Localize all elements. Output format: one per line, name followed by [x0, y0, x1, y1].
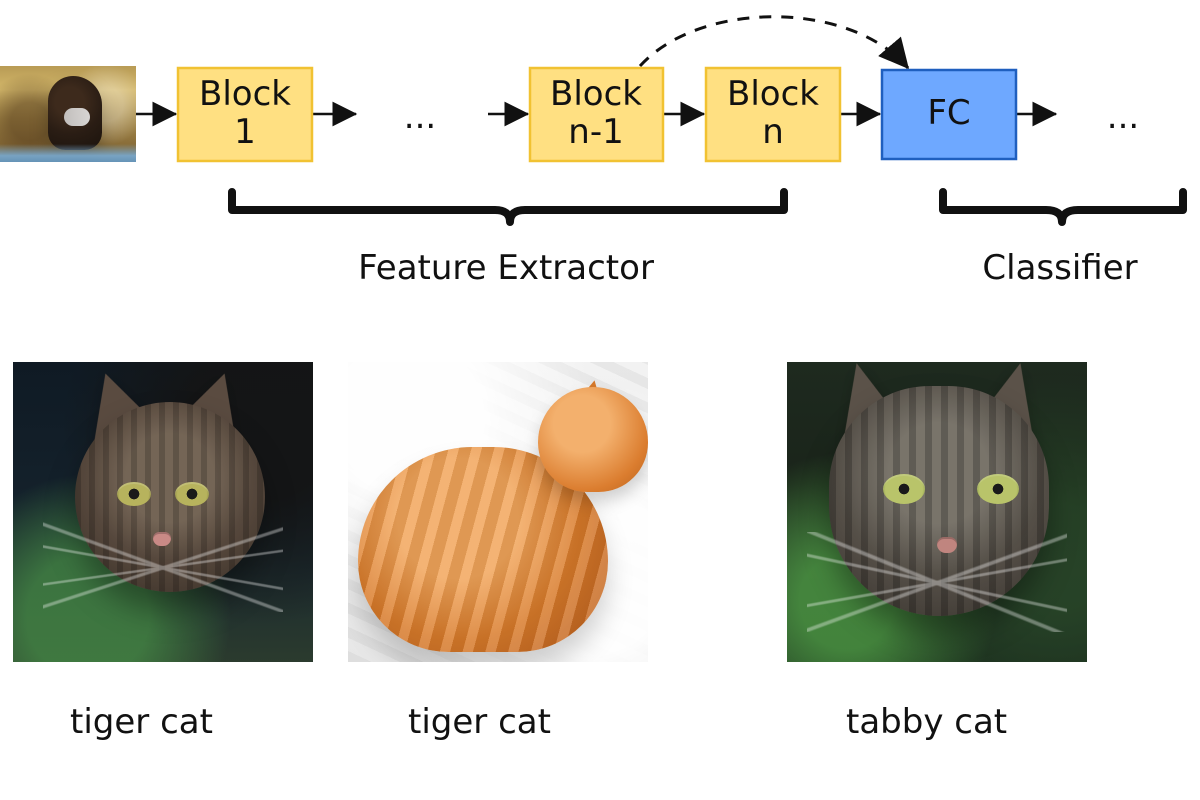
cat-whiskers — [807, 532, 1067, 632]
bear-input-image — [0, 66, 136, 162]
caption-cat-3: tabby cat — [846, 702, 1008, 742]
cat-eye-right — [175, 482, 209, 506]
cat-nose — [937, 537, 957, 553]
cat-eye-left — [117, 482, 151, 506]
feature-extractor-brace-icon — [228, 188, 788, 226]
ellipsis-end: ... — [1107, 97, 1139, 137]
block-1-line-2: 1 — [234, 112, 256, 152]
block-1: Block 1 — [176, 66, 314, 163]
dashed-skip-arrow-icon — [638, 15, 910, 70]
block-1-line-1: Block — [199, 74, 291, 114]
block-n: Block n — [704, 66, 842, 163]
block-n-minus-1-line-2: n-1 — [568, 112, 623, 152]
block-1-box — [176, 66, 314, 163]
model-pipeline: Block 1 ... Block n-1 Block n FC ... Fea… — [136, 15, 1187, 288]
fc-box — [880, 68, 1018, 161]
fc-label: FC — [927, 93, 970, 133]
water-strip — [0, 144, 136, 162]
block-n-box — [704, 66, 842, 163]
cat-head — [829, 386, 1049, 616]
cat-whiskers — [43, 522, 283, 612]
cat-image-3 — [787, 362, 1087, 662]
ellipsis-middle: ... — [404, 97, 436, 137]
block-n-minus-1-box — [528, 66, 665, 163]
block-n-line-2: n — [762, 112, 784, 152]
cat-nose — [153, 532, 171, 546]
caption-cat-1: tiger cat — [70, 702, 213, 742]
block-n-minus-1: Block n-1 — [528, 66, 665, 163]
cat-image-2 — [348, 362, 648, 662]
block-n-minus-1-line-1: Block — [550, 74, 642, 114]
caption-cat-2: tiger cat — [408, 702, 551, 742]
classifier-brace-icon — [939, 188, 1187, 226]
cat-head — [538, 387, 648, 492]
block-n-line-1: Block — [727, 74, 819, 114]
cat-head — [75, 402, 265, 592]
cat-eye-right — [977, 474, 1019, 504]
feature-extractor-label: Feature Extractor — [358, 248, 654, 288]
cat-eye-left — [883, 474, 925, 504]
cat-image-1 — [13, 362, 313, 662]
fc-layer: FC — [880, 68, 1018, 161]
classifier-label: Classifier — [982, 248, 1137, 288]
